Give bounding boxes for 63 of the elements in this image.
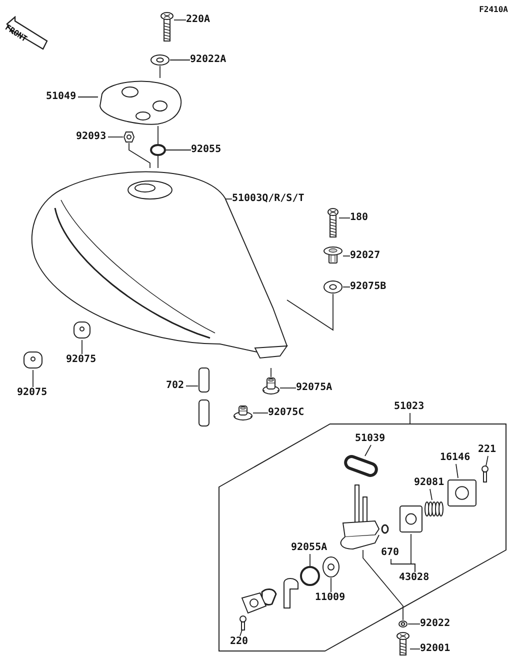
leader-line <box>410 648 420 650</box>
cover-drawing <box>98 78 183 126</box>
part-number: 11009 <box>315 592 347 604</box>
part-number: 670 <box>381 547 401 559</box>
leader-line <box>390 558 416 572</box>
leader-line <box>32 370 34 388</box>
washer-drawing <box>150 54 170 66</box>
part-number: 92075 <box>17 387 49 399</box>
bolt-drawing <box>396 632 410 656</box>
part-number: 92027 <box>350 250 382 262</box>
leader-line <box>486 456 488 466</box>
part-number: 92081 <box>414 477 446 489</box>
part-number: 221 <box>478 444 498 456</box>
part-number: 92022A <box>190 54 228 66</box>
part-number: 51049 <box>46 91 78 103</box>
part-number: 92075B <box>350 281 388 293</box>
cover-drawing <box>446 478 478 508</box>
leader-line <box>108 136 124 138</box>
part-number: 92075A <box>296 382 334 394</box>
assembly-frame <box>219 424 506 651</box>
part-number: 180 <box>350 212 370 224</box>
part-number: 51039 <box>355 433 387 445</box>
leader-line <box>330 578 332 592</box>
bolt-drawing <box>327 208 339 238</box>
diaphragm-drawing <box>398 504 424 534</box>
leader-line <box>252 412 268 414</box>
part-number: 92055A <box>291 542 329 554</box>
part-number: 220A <box>186 14 212 26</box>
part-number: 220 <box>230 636 250 648</box>
spring-drawing <box>424 500 444 518</box>
grommet-drawing <box>233 405 253 421</box>
collar-drawing <box>323 246 343 264</box>
part-number: 16146 <box>440 452 472 464</box>
grommet-drawing <box>323 280 343 294</box>
part-number: 92022 <box>420 618 452 630</box>
tube-drawing <box>198 368 210 426</box>
grommet-drawing <box>262 377 280 395</box>
part-number: 92001 <box>420 643 452 655</box>
o-ring-drawing <box>300 566 320 586</box>
part-number: 92075 <box>66 354 98 366</box>
part-number: 43028 <box>399 572 431 584</box>
part-number: 92075C <box>268 407 306 419</box>
leader-line <box>430 488 432 500</box>
gasket-drawing <box>343 456 379 476</box>
leader-line <box>342 286 350 288</box>
leader-line <box>364 444 372 456</box>
o-ring-drawing <box>150 144 166 156</box>
assembly-line <box>362 550 404 620</box>
leader-line <box>78 96 98 98</box>
filter-drawing <box>322 556 340 578</box>
nut-drawing <box>123 131 135 143</box>
drawing-code: F2410A <box>479 4 508 16</box>
part-number: 92055 <box>191 144 223 156</box>
washer-drawing <box>398 620 408 628</box>
assembly-line <box>128 142 150 168</box>
part-number: 51003Q/R/S/T <box>232 193 306 205</box>
part-number: 702 <box>166 380 186 392</box>
part-number: 92093 <box>76 131 108 143</box>
leader-line <box>456 464 458 478</box>
assembly-line <box>270 368 272 378</box>
bolt-drawing <box>160 12 174 42</box>
assembly-line <box>286 294 334 331</box>
part-number: 51023 <box>394 401 426 413</box>
